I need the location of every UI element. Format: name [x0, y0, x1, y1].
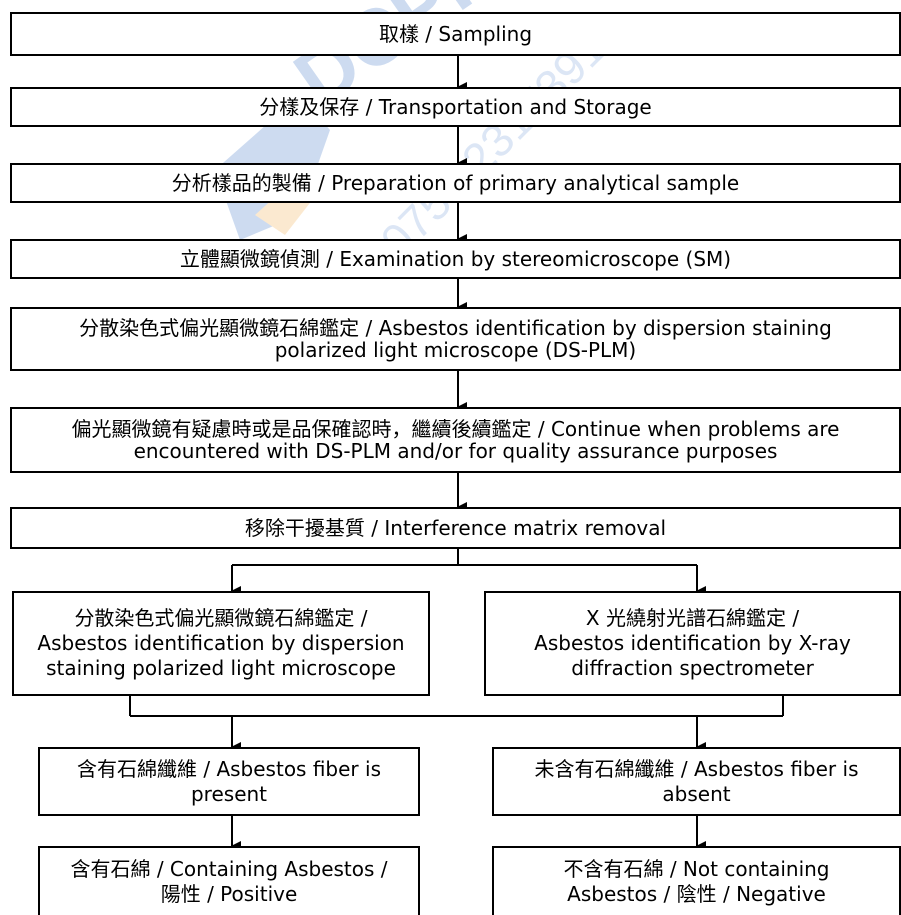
- step-preparation-label: 分析樣品的製備 / Preparation of primary analyti…: [171, 171, 740, 195]
- result-positive-line1: 含有石綿 / Containing Asbestos /: [70, 856, 388, 881]
- branch-xrd-line2: Asbestos identification by X-ray: [534, 631, 851, 655]
- branch-xrd-line1: X 光繞射光譜石綿鑑定 /: [585, 606, 800, 630]
- branch-plm-line1: 分散染色式偏光顯微鏡石綿鑑定 /: [74, 606, 368, 630]
- result-fiber-absent-line1: 未含有石綿纖維 / Asbestos fiber is: [534, 756, 859, 781]
- step-dsplm-line2: polarized light microscope (DS-PLM): [274, 338, 637, 362]
- step-stereomicroscope-label: 立體顯微鏡偵測 / Examination by stereomicroscop…: [179, 247, 732, 271]
- step-dsplm: 分散染色式偏光顯微鏡石綿鑑定 / Asbestos identification…: [10, 307, 901, 371]
- branch-plm: 分散染色式偏光顯微鏡石綿鑑定 / Asbestos identification…: [12, 591, 430, 696]
- result-positive-line2: 陽性 / Positive: [160, 881, 298, 906]
- branch-plm-line2: Asbestos identification by dispersion: [37, 631, 405, 655]
- step-sampling: 取樣 / Sampling: [10, 12, 901, 56]
- step-dsplm-line1: 分散染色式偏光顯微鏡石綿鑑定 / Asbestos identification…: [79, 316, 832, 340]
- step-sampling-label: 取樣 / Sampling: [378, 22, 533, 46]
- branch-xrd: X 光繞射光譜石綿鑑定 / Asbestos identification by…: [484, 591, 901, 696]
- result-negative-line2: Asbestos / 陰性 / Negative: [567, 881, 826, 906]
- step-matrix-removal: 移除干擾基質 / Interference matrix removal: [10, 507, 901, 549]
- step-transport-label: 分樣及保存 / Transportation and Storage: [259, 95, 652, 119]
- result-fiber-present: 含有石綿纖維 / Asbestos fiber is present: [38, 747, 420, 816]
- result-fiber-absent-line2: absent: [662, 781, 731, 806]
- branch-xrd-line3: diffraction spectrometer: [571, 656, 814, 680]
- branch-plm-line3: staining polarized light microscope: [46, 656, 396, 680]
- result-fiber-present-line1: 含有石綿纖維 / Asbestos fiber is: [77, 756, 381, 781]
- step-transport: 分樣及保存 / Transportation and Storage: [10, 87, 901, 127]
- step-continue-line2: encountered with DS-PLM and/or for quali…: [133, 439, 778, 463]
- step-stereomicroscope: 立體顯微鏡偵測 / Examination by stereomicroscop…: [10, 239, 901, 279]
- result-fiber-absent: 未含有石綿纖維 / Asbestos fiber is absent: [492, 747, 901, 816]
- result-positive: 含有石綿 / Containing Asbestos / 陽性 / Positi…: [38, 846, 420, 915]
- step-continue: 偏光顯微鏡有疑慮時或是品保確認時，繼續後續鑑定 / Continue when …: [10, 407, 901, 473]
- result-negative: 不含有石綿 / Not containing Asbestos / 陰性 / N…: [492, 846, 901, 915]
- step-preparation: 分析樣品的製備 / Preparation of primary analyti…: [10, 163, 901, 203]
- result-fiber-present-line2: present: [190, 781, 268, 806]
- step-continue-line1: 偏光顯微鏡有疑慮時或是品保確認時，繼續後續鑑定 / Continue when …: [71, 417, 840, 441]
- result-negative-line1: 不含有石綿 / Not containing: [563, 856, 830, 881]
- step-matrix-removal-label: 移除干擾基質 / Interference matrix removal: [244, 516, 667, 540]
